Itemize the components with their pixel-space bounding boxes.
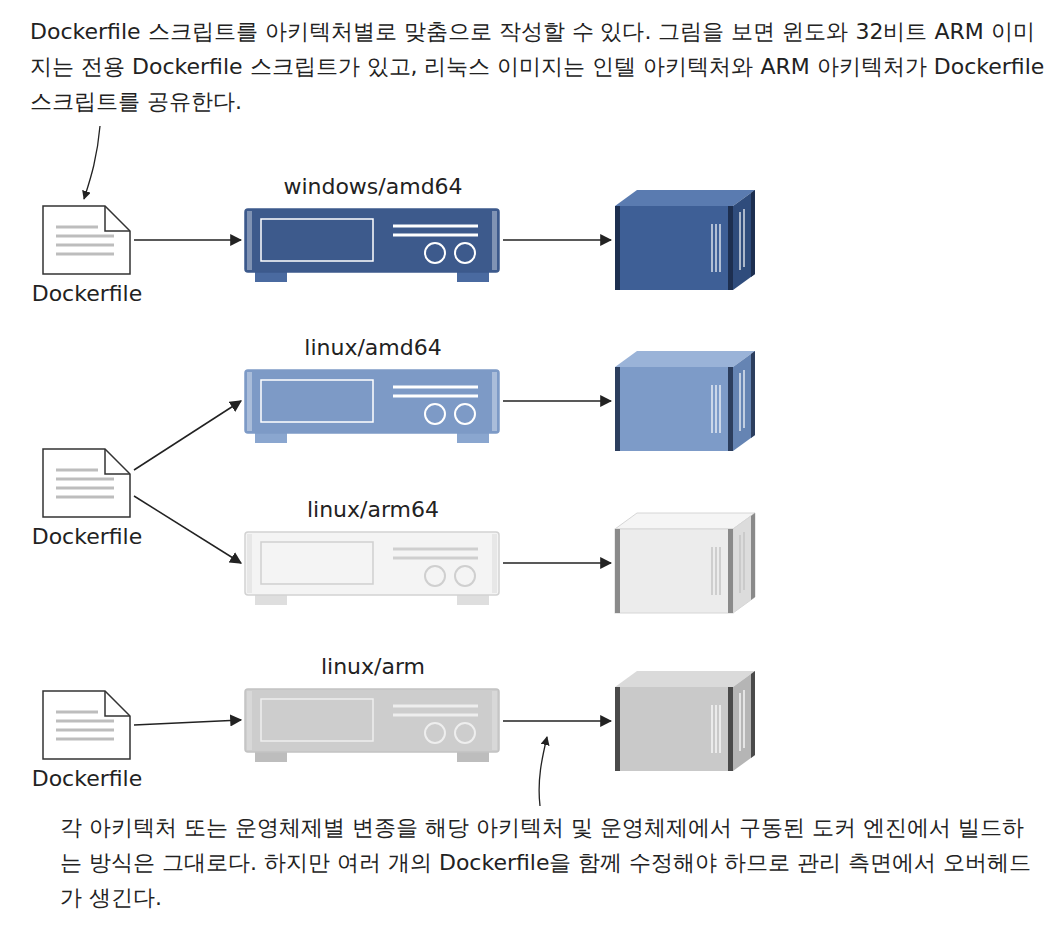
container-image: [615, 190, 755, 290]
build-connector: [134, 720, 241, 725]
callout-note: Dockerfile 스크립트를 아키텍처별로 맞춤으로 작성할 수 있다. 그…: [30, 14, 1050, 119]
callout-note: 각 아키텍처 또는 운영체제별 변종을 해당 아키텍처 및 운영체제에서 구동된…: [60, 810, 1035, 915]
engine-node: linux/amd64: [237, 333, 509, 445]
container-image: [615, 351, 755, 451]
platform-label: linux/arm64: [237, 495, 509, 525]
server-icon: [243, 688, 503, 764]
dockerfile-node: Dockerfile: [22, 448, 152, 552]
file-label: Dockerfile: [22, 522, 152, 552]
document-icon: [42, 448, 132, 518]
build-arrow: [503, 400, 611, 402]
platform-label: linux/amd64: [237, 333, 509, 363]
engine-node: linux/arm: [237, 652, 509, 764]
engine-node: linux/arm64: [237, 495, 509, 607]
server-icon: [243, 531, 503, 607]
document-icon: [42, 205, 132, 275]
container-image: [615, 671, 755, 771]
engine-node: windows/amd64: [237, 172, 509, 284]
server-icon: [243, 369, 503, 445]
build-arrow: [503, 720, 611, 722]
server-icon: [243, 208, 503, 284]
file-label: Dockerfile: [22, 279, 152, 309]
build-arrow: [503, 239, 611, 241]
build-arrow: [503, 562, 611, 564]
leader-line: [539, 737, 547, 806]
dockerfile-node: Dockerfile: [22, 205, 152, 309]
dockerfile-node: Dockerfile: [22, 690, 152, 794]
build-connector: [134, 239, 241, 241]
container-image: [615, 513, 755, 613]
document-icon: [42, 690, 132, 760]
leader-line: [84, 126, 100, 199]
build-connector: [134, 496, 241, 563]
file-label: Dockerfile: [22, 764, 152, 794]
platform-label: windows/amd64: [237, 172, 509, 202]
build-connector: [134, 401, 241, 470]
platform-label: linux/arm: [237, 652, 509, 682]
